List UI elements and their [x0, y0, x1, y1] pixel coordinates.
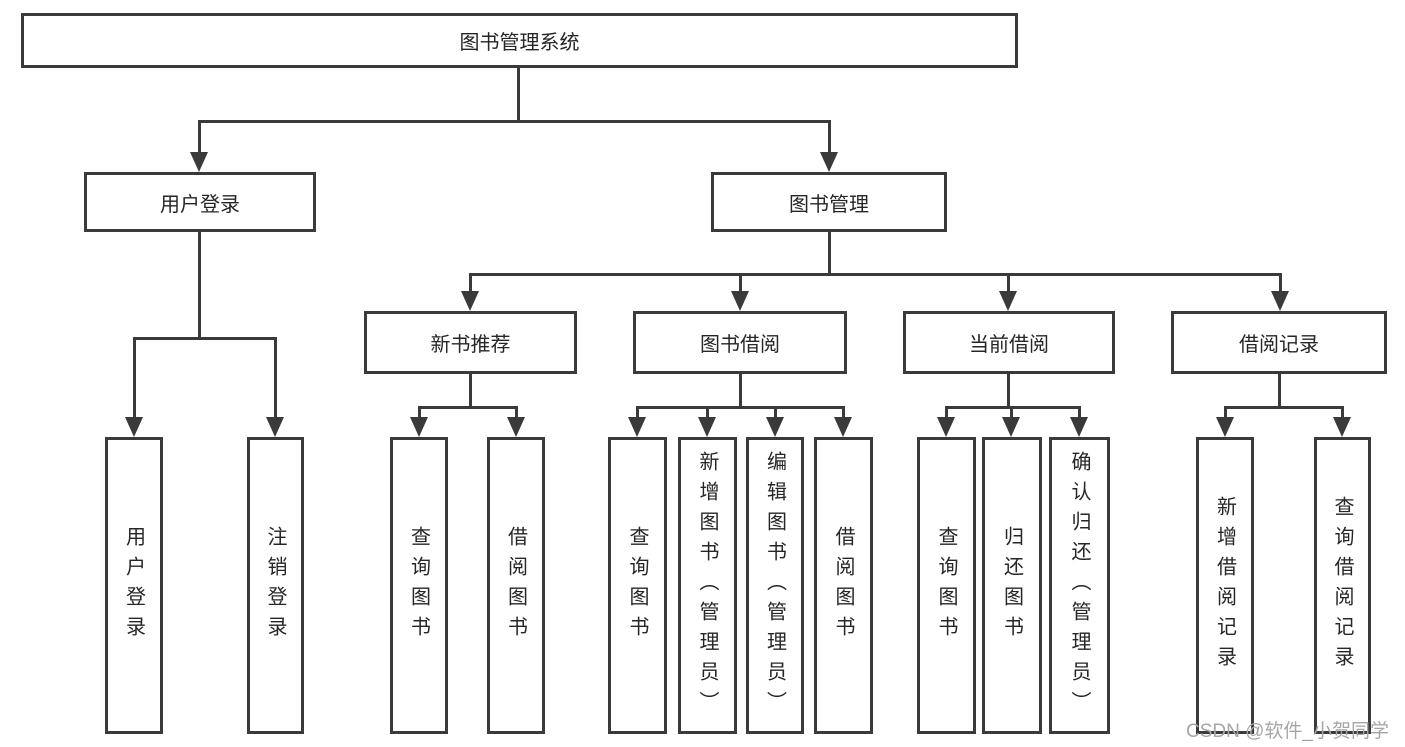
connector-stem	[1007, 374, 1010, 406]
connector-book-management-stem	[828, 232, 831, 273]
connector-drop-leaf	[774, 406, 777, 417]
arrow-down-icon	[999, 291, 1017, 311]
leaf-label: 编辑图书（管理员）	[763, 450, 786, 721]
node-current-borrow: 当前借阅	[903, 311, 1115, 374]
leaf-label: 借阅图书	[832, 525, 854, 646]
leaf-label: 查询借阅记录	[1331, 495, 1353, 676]
leaf-add-borrow-record: 新增借阅记录	[1196, 437, 1254, 734]
arrow-down-icon	[266, 417, 284, 437]
leaf-label: 新增借阅记录	[1213, 495, 1236, 676]
node-user-login: 用户登录	[84, 172, 316, 232]
leaf-label: 注销登录	[264, 525, 286, 646]
leaf-edit-book-admin: 编辑图书（管理员）	[746, 437, 804, 734]
watermark: CSDN @软件_小贺同学	[1186, 721, 1389, 742]
connector-drop-leaf	[1010, 406, 1013, 417]
node-new-book-recommend: 新书推荐	[364, 311, 577, 374]
connector-drop-level3	[1007, 273, 1010, 291]
leaf-confirm-return-admin: 确认归还（管理员）	[1049, 437, 1110, 734]
connector-drop-leaf	[706, 406, 709, 417]
connector-user-login-branch	[133, 337, 277, 340]
connector-drop-leaf	[133, 337, 136, 417]
connector-branch	[418, 406, 518, 409]
arrow-down-icon	[1216, 417, 1234, 437]
connector-drop-user-login	[198, 120, 201, 152]
leaf-label: 用户登录	[122, 525, 145, 646]
connector-root-branch	[198, 120, 831, 123]
connector-drop-leaf	[1224, 406, 1227, 417]
connector-user-login-stem	[198, 232, 201, 337]
leaf-label: 借阅图书	[504, 525, 527, 646]
connector-drop-level3	[469, 273, 472, 291]
connector-branch	[1224, 406, 1344, 409]
connector-drop-leaf	[515, 406, 518, 417]
node-library-management-system: 图书管理系统	[21, 13, 1018, 68]
arrow-down-icon	[1002, 417, 1020, 437]
connector-drop-book-management	[828, 120, 831, 152]
connector-drop-leaf	[945, 406, 948, 417]
arrow-down-icon	[190, 152, 208, 172]
arrow-down-icon	[1070, 417, 1088, 437]
leaf-query-books: 查询图书	[390, 437, 448, 734]
arrow-down-icon	[410, 417, 428, 437]
connector-drop-leaf	[1341, 406, 1344, 417]
leaf-logout: 注销登录	[247, 437, 304, 734]
arrow-down-icon	[766, 417, 784, 437]
arrow-down-icon	[1271, 291, 1289, 311]
connector-drop-leaf	[274, 337, 277, 417]
leaf-label: 新增图书（管理员）	[696, 450, 718, 721]
arrow-down-icon	[507, 417, 525, 437]
leaf-label: 确认归还（管理员）	[1068, 450, 1090, 721]
leaf-return-book: 归还图书	[982, 437, 1042, 734]
leaf-query-borrow-record: 查询借阅记录	[1314, 437, 1371, 734]
leaf-label: 查询图书	[626, 525, 648, 646]
arrow-down-icon	[820, 152, 838, 172]
leaf-label: 查询图书	[407, 525, 430, 646]
node-borrow-records: 借阅记录	[1171, 311, 1387, 374]
connector-drop-level3	[1279, 273, 1282, 291]
connector-stem	[1278, 374, 1281, 406]
connector-branch	[945, 406, 1081, 409]
connector-drop-leaf	[1078, 406, 1081, 417]
connector-root-stem	[517, 68, 520, 120]
connector-drop-leaf	[636, 406, 639, 417]
leaf-borrow-books: 借阅图书	[487, 437, 545, 734]
arrow-down-icon	[461, 291, 479, 311]
node-book-borrow: 图书借阅	[633, 311, 847, 374]
leaf-user-login: 用户登录	[105, 437, 163, 734]
arrow-down-icon	[834, 417, 852, 437]
arrow-down-icon	[1333, 417, 1351, 437]
arrow-down-icon	[698, 417, 716, 437]
leaf-query-books-3: 查询图书	[917, 437, 976, 734]
connector-branch	[636, 406, 845, 409]
connector-drop-leaf	[418, 406, 421, 417]
connector-drop-level3	[739, 273, 742, 291]
leaf-query-books-2: 查询图书	[608, 437, 667, 734]
node-book-management: 图书管理	[711, 172, 947, 232]
leaf-borrow-books-2: 借阅图书	[814, 437, 873, 734]
connector-stem	[739, 374, 742, 406]
leaf-add-book-admin: 新增图书（管理员）	[678, 437, 737, 734]
leaf-label: 归还图书	[1000, 525, 1023, 646]
arrow-down-icon	[628, 417, 646, 437]
arrow-down-icon	[937, 417, 955, 437]
leaf-label: 查询图书	[935, 525, 957, 646]
arrow-down-icon	[125, 417, 143, 437]
connector-book-management-branch	[469, 273, 1282, 276]
connector-drop-leaf	[842, 406, 845, 417]
arrow-down-icon	[731, 291, 749, 311]
connector-stem	[469, 374, 472, 406]
